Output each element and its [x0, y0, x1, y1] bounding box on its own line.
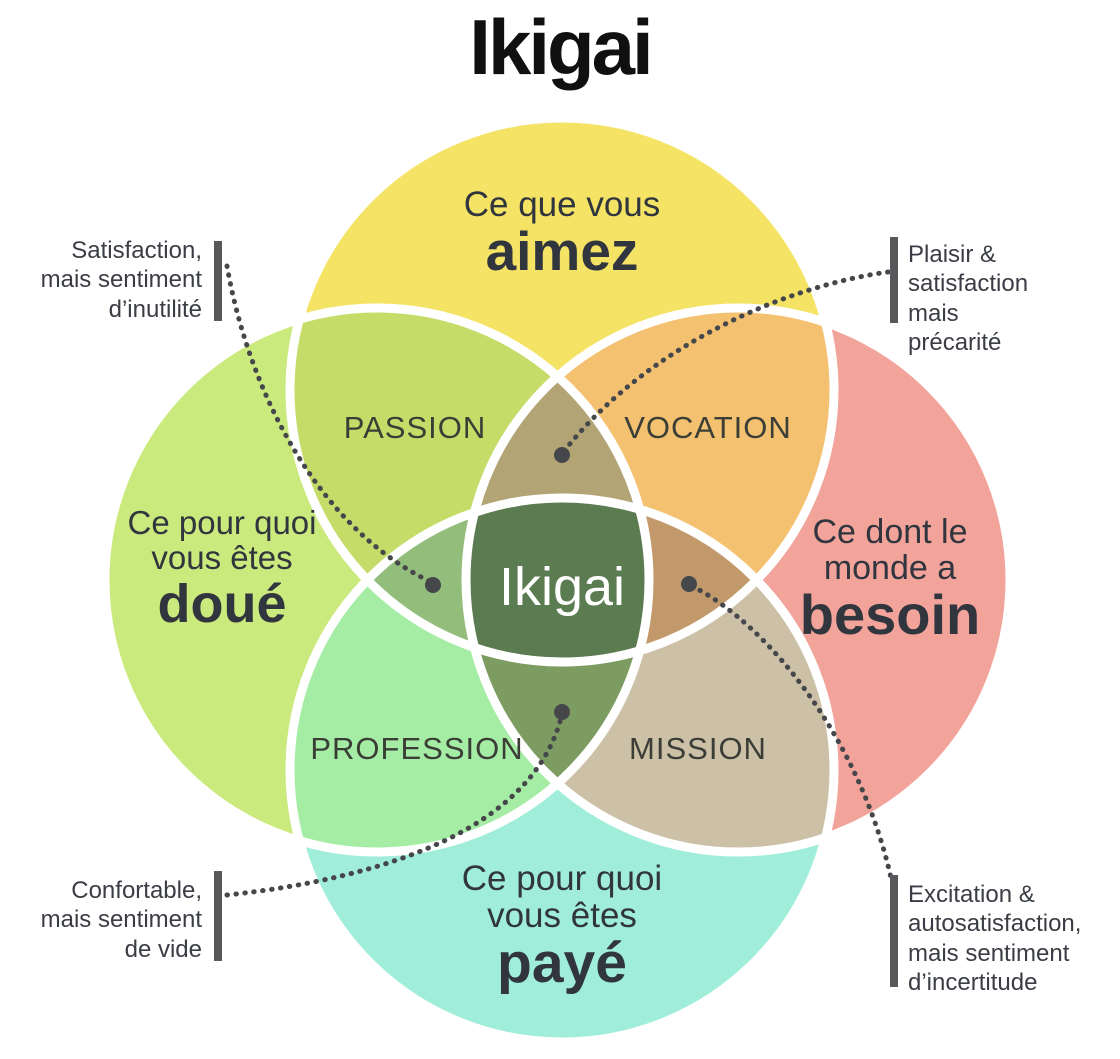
annotation-bar-top-right	[890, 237, 898, 323]
label-region-passion: PASSION	[343, 410, 487, 445]
annotation-bar-bottom-left	[214, 871, 222, 961]
dot-petal-right	[681, 576, 697, 592]
annotation-bottom-right-line3: mais sentiment	[908, 939, 1070, 967]
annotation-bottom-right-line1: Excitation &	[908, 881, 1035, 908]
label-needs-line2: monde a	[823, 549, 957, 588]
petal-top-fill	[466, 308, 649, 662]
label-love-line1: Ce que vous	[463, 185, 661, 224]
label-paid-line2: vous êtes	[487, 896, 637, 936]
connector-excitation	[689, 583, 894, 881]
label-needs-line1: Ce dont le	[812, 513, 968, 551]
label-circle-love: Ce que vous aimez	[362, 186, 762, 281]
label-center-ikigai: Ikigai	[498, 557, 626, 617]
annotation-bar-top-left	[214, 241, 222, 321]
annotation-top-left-line1: Satisfaction,	[71, 237, 202, 264]
label-good-at-line3: doué	[157, 573, 287, 634]
label-circle-paid: Ce pour quoi vous êtes payé	[362, 860, 762, 994]
annotation-top-right: Plaisir & satisfaction mais précarité	[908, 240, 1118, 357]
annotation-bottom-left-line2: mais sentiment	[40, 906, 202, 934]
label-region-vocation: VOCATION	[624, 410, 792, 445]
annotation-bottom-left-line3: de vide	[124, 935, 202, 963]
circle-good-at-outline	[100, 303, 654, 857]
annotation-bottom-left-line1: Confortable,	[71, 877, 202, 904]
circle-needs-outline	[461, 303, 1015, 857]
petal-right-fill	[466, 498, 834, 662]
label-region-mission: MISSION	[629, 731, 767, 766]
label-paid-line3: payé	[497, 931, 627, 996]
dot-petal-left	[425, 577, 441, 593]
annotation-bar-bottom-right	[890, 875, 898, 987]
label-circle-needs: Ce dont le monde a besoin	[740, 514, 1040, 645]
annotation-top-right-line1: Plaisir & satisfaction	[908, 241, 1029, 298]
dot-petal-bottom	[554, 704, 570, 720]
page-title: Ikigai	[469, 3, 653, 91]
annotation-top-left-line2: mais sentiment	[40, 266, 202, 294]
annotation-bottom-right-line2: autosatisfaction,	[908, 910, 1082, 938]
label-region-profession: PROFESSION	[310, 731, 524, 766]
dot-petal-top	[554, 447, 570, 463]
annotation-top-right-line2: mais	[908, 299, 959, 327]
label-paid-line1: Ce pour quoi	[461, 859, 663, 898]
connector-satisfaction	[224, 263, 432, 584]
annotation-bottom-left: Confortable, mais sentiment de vide	[18, 876, 202, 964]
annotation-top-left-line3: d’inutilité	[108, 295, 202, 323]
annotation-bottom-right-line4: d’incertitude	[908, 968, 1038, 996]
petal-left-fill	[290, 498, 649, 662]
label-needs-line3: besoin	[799, 583, 981, 647]
connector-plaisir	[562, 269, 891, 453]
annotation-top-right-line3: précarité	[908, 328, 1002, 356]
circle-paid-outline	[285, 493, 839, 1047]
label-good-at-line2: vous êtes	[151, 538, 293, 576]
petal-bottom-fill	[466, 498, 649, 852]
circle-love-outline	[285, 113, 839, 667]
annotation-bottom-right: Excitation & autosatisfaction, mais sent…	[908, 880, 1118, 997]
annotation-top-left: Satisfaction, mais sentiment d’inutilité	[18, 236, 202, 324]
label-good-at-line1: Ce pour quoi	[127, 504, 317, 541]
label-love-line2: aimez	[485, 220, 639, 283]
label-circle-good-at: Ce pour quoi vous êtes doué	[72, 504, 372, 634]
